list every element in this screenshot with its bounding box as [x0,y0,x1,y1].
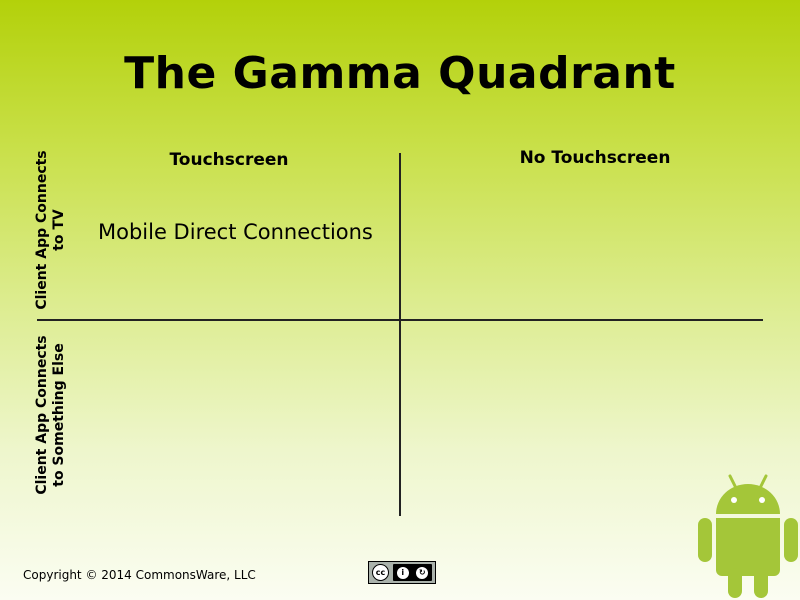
row-header-else-line1: Client App Connects [34,335,50,495]
android-robot-icon [698,474,798,598]
column-header-no-touchscreen: No Touchscreen [519,148,671,168]
column-header-touchscreen: Touchscreen [169,150,289,170]
copyright-text: Copyright © 2014 CommonsWare, LLC [23,568,256,582]
license-terms-icons: i ↻ [393,564,432,581]
row-header-something-else: Client App Connects to Something Else [34,330,70,500]
cc-by-sa-icon: cc i ↻ [368,561,436,584]
row-header-tv-line1: Client App Connects [34,150,50,310]
row-header-tv-line2: to TV [51,209,67,251]
attribution-icon: i [396,566,409,579]
quadrant-cell-touch-tv: Mobile Direct Connections [98,220,373,244]
row-header-else-line2: to Something Else [51,343,67,487]
quadrant-horizontal-axis [37,319,763,321]
row-header-tv: Client App Connects to TV [34,145,70,315]
share-alike-icon: ↻ [416,566,429,579]
quadrant-vertical-axis [399,153,401,516]
slide-title: The Gamma Quadrant [124,48,676,99]
cc-circle-icon: cc [372,564,389,581]
